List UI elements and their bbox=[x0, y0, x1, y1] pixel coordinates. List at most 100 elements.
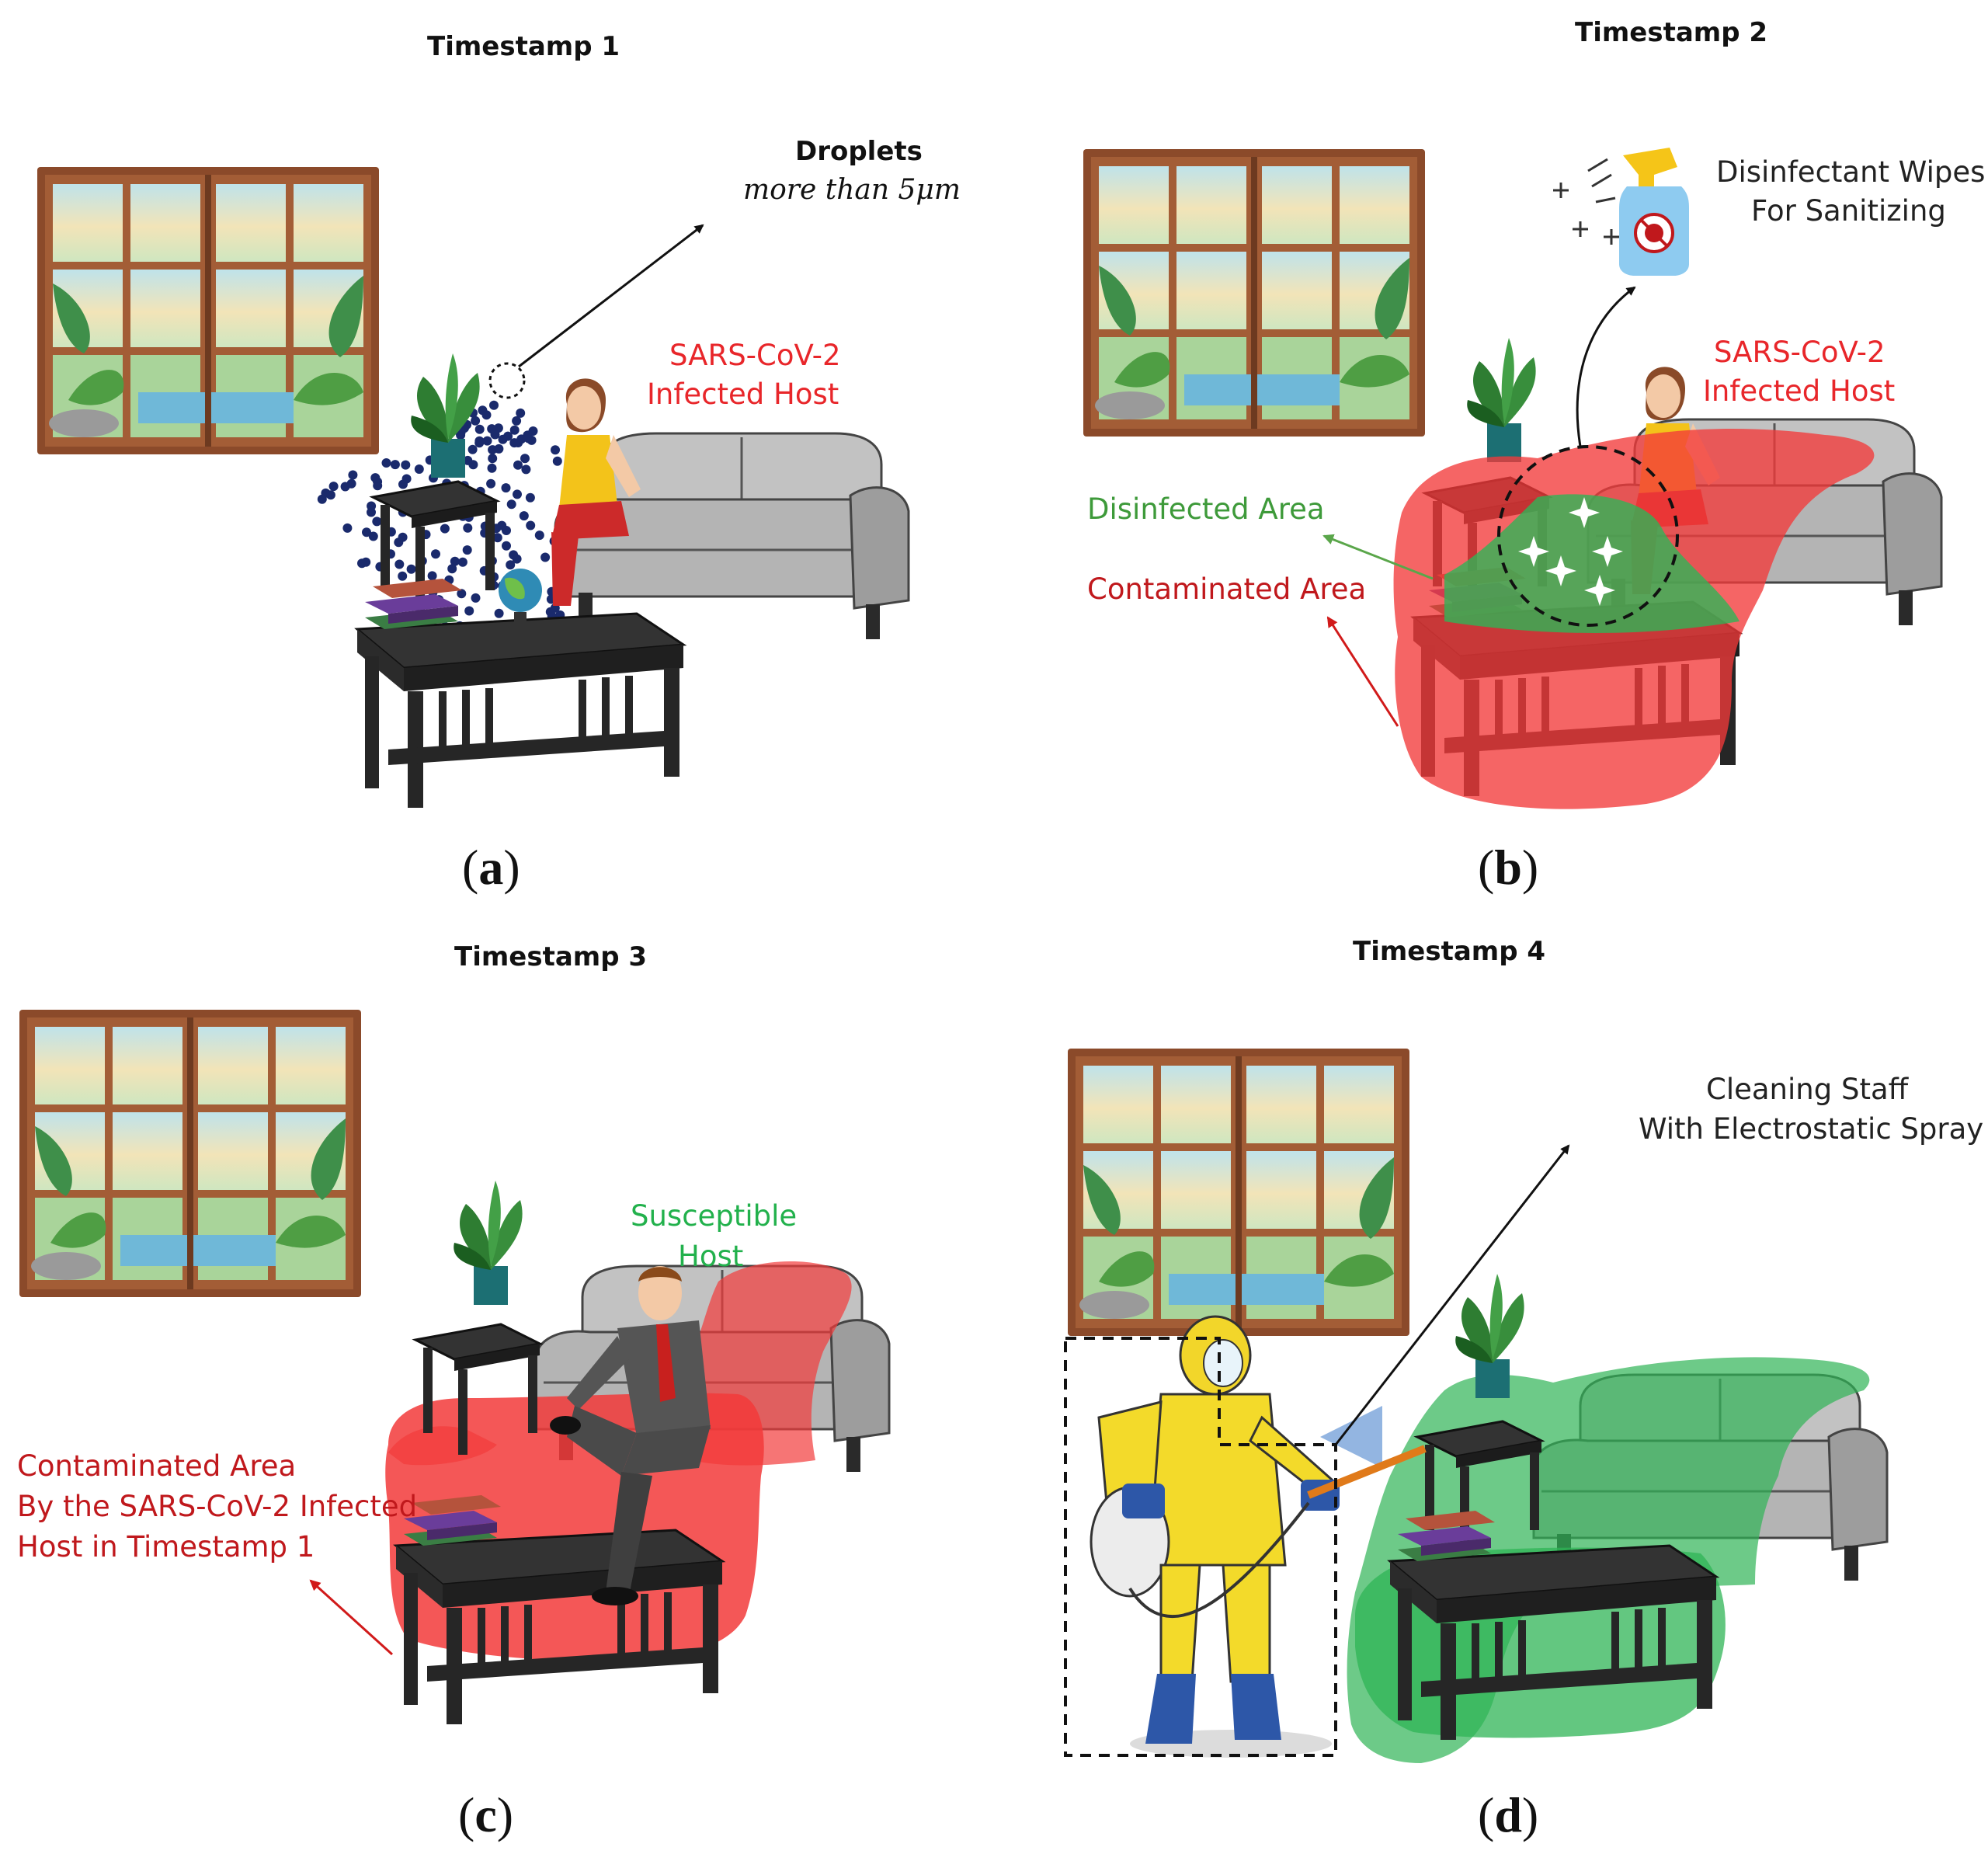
droplet bbox=[494, 608, 504, 618]
droplet bbox=[447, 564, 457, 574]
droplet bbox=[506, 499, 516, 510]
window-icon bbox=[1083, 149, 1425, 437]
spray-sparkles bbox=[1553, 158, 1619, 245]
droplet bbox=[390, 460, 400, 470]
droplet bbox=[373, 477, 383, 487]
droplet bbox=[394, 559, 405, 569]
droplet bbox=[471, 416, 481, 426]
caption-a-letter: a bbox=[478, 840, 504, 895]
droplets-arrow bbox=[518, 224, 704, 368]
droplet bbox=[468, 460, 478, 470]
droplets-size: more than 5μm bbox=[743, 174, 961, 206]
droplet bbox=[486, 478, 496, 489]
droplet bbox=[348, 470, 358, 480]
droplet bbox=[490, 430, 500, 440]
droplet bbox=[513, 489, 522, 499]
coffee-table-icon bbox=[357, 614, 683, 808]
droplets-label: Droplets bbox=[795, 136, 923, 167]
books-icon bbox=[365, 579, 462, 629]
droplet bbox=[328, 482, 339, 492]
wipes-label-1: Disinfectant Wipes bbox=[1716, 155, 1986, 189]
globe-icon bbox=[499, 569, 542, 628]
droplet bbox=[497, 520, 507, 530]
droplet bbox=[516, 434, 527, 444]
droplet bbox=[467, 444, 478, 454]
droplet-highlight-circle bbox=[488, 362, 526, 399]
caption-d: (d) bbox=[1478, 1787, 1539, 1842]
contaminated-label-c-3: Host in Timestamp 1 bbox=[17, 1530, 315, 1564]
droplet bbox=[398, 571, 408, 581]
droplet bbox=[489, 400, 499, 410]
droplet bbox=[362, 527, 371, 537]
droplet bbox=[487, 463, 497, 473]
spray-bottle-icon bbox=[1619, 148, 1689, 276]
droplet bbox=[509, 425, 520, 435]
droplet bbox=[381, 458, 391, 468]
droplet bbox=[471, 593, 481, 603]
droplet bbox=[481, 410, 492, 420]
disinfected-highlight-circle bbox=[1497, 445, 1679, 627]
books-icon bbox=[1398, 1511, 1495, 1561]
droplet bbox=[552, 456, 562, 466]
droplet bbox=[427, 571, 437, 581]
panel-b bbox=[1083, 148, 1943, 809]
contaminated-arrow bbox=[1326, 616, 1399, 727]
caption-a: (a) bbox=[462, 840, 520, 895]
infected-host-label-b-2: Infected Host bbox=[1703, 374, 1896, 408]
window-icon bbox=[37, 167, 379, 454]
contaminated-label-c-2: By the SARS-CoV-2 Infected bbox=[17, 1490, 418, 1523]
sparkle-icons bbox=[1518, 497, 1623, 606]
wipes-arrow bbox=[1576, 286, 1636, 447]
wipes-label-2: For Sanitizing bbox=[1751, 194, 1946, 228]
droplet bbox=[398, 479, 408, 489]
timestamp-4: Timestamp 4 bbox=[1353, 936, 1546, 967]
timestamp-2: Timestamp 2 bbox=[1575, 17, 1768, 48]
window-icon bbox=[1068, 1049, 1409, 1336]
susceptible-host-label-2: Host bbox=[678, 1240, 744, 1273]
infected-host-label-b-1: SARS-CoV-2 bbox=[1714, 336, 1885, 369]
infected-host-label-a-2: Infected Host bbox=[647, 377, 839, 411]
plant-icon bbox=[454, 1181, 523, 1305]
droplet bbox=[540, 552, 551, 562]
caption-d-letter: d bbox=[1494, 1787, 1522, 1842]
droplet bbox=[462, 545, 472, 555]
contaminated-area-label: Contaminated Area bbox=[1087, 572, 1367, 606]
droplet bbox=[519, 511, 529, 521]
droplet bbox=[346, 478, 356, 489]
droplet bbox=[488, 445, 498, 455]
droplet bbox=[457, 557, 467, 567]
droplet bbox=[526, 520, 536, 530]
droplet bbox=[501, 483, 511, 493]
droplet bbox=[512, 554, 522, 564]
infected-host-label-a-1: SARS-CoV-2 bbox=[669, 339, 841, 372]
droplet bbox=[367, 501, 377, 511]
droplet bbox=[512, 416, 522, 426]
droplet bbox=[406, 564, 416, 574]
droplet bbox=[401, 460, 411, 470]
contaminated-label-c-1: Contaminated Area bbox=[17, 1449, 297, 1483]
droplet bbox=[525, 492, 535, 503]
droplet bbox=[520, 454, 530, 464]
droplet bbox=[368, 531, 378, 541]
droplet bbox=[482, 436, 492, 446]
droplet bbox=[398, 532, 408, 542]
spray-mist bbox=[1320, 1406, 1382, 1468]
droplet bbox=[516, 408, 526, 418]
disinfected-area bbox=[1444, 494, 1740, 633]
droplet bbox=[502, 541, 511, 551]
droplet bbox=[513, 460, 523, 470]
droplet bbox=[528, 426, 538, 436]
droplet bbox=[431, 549, 440, 559]
droplet bbox=[372, 517, 382, 527]
staff-arrow bbox=[1334, 1144, 1570, 1445]
disinfected-area-label: Disinfected Area bbox=[1087, 492, 1325, 526]
droplet bbox=[414, 464, 424, 474]
droplet bbox=[317, 494, 327, 504]
droplet bbox=[474, 424, 485, 434]
droplet bbox=[534, 530, 544, 541]
timestamp-1: Timestamp 1 bbox=[427, 31, 620, 62]
droplet bbox=[551, 445, 560, 455]
caption-c: (c) bbox=[458, 1787, 514, 1842]
droplet bbox=[474, 436, 485, 446]
